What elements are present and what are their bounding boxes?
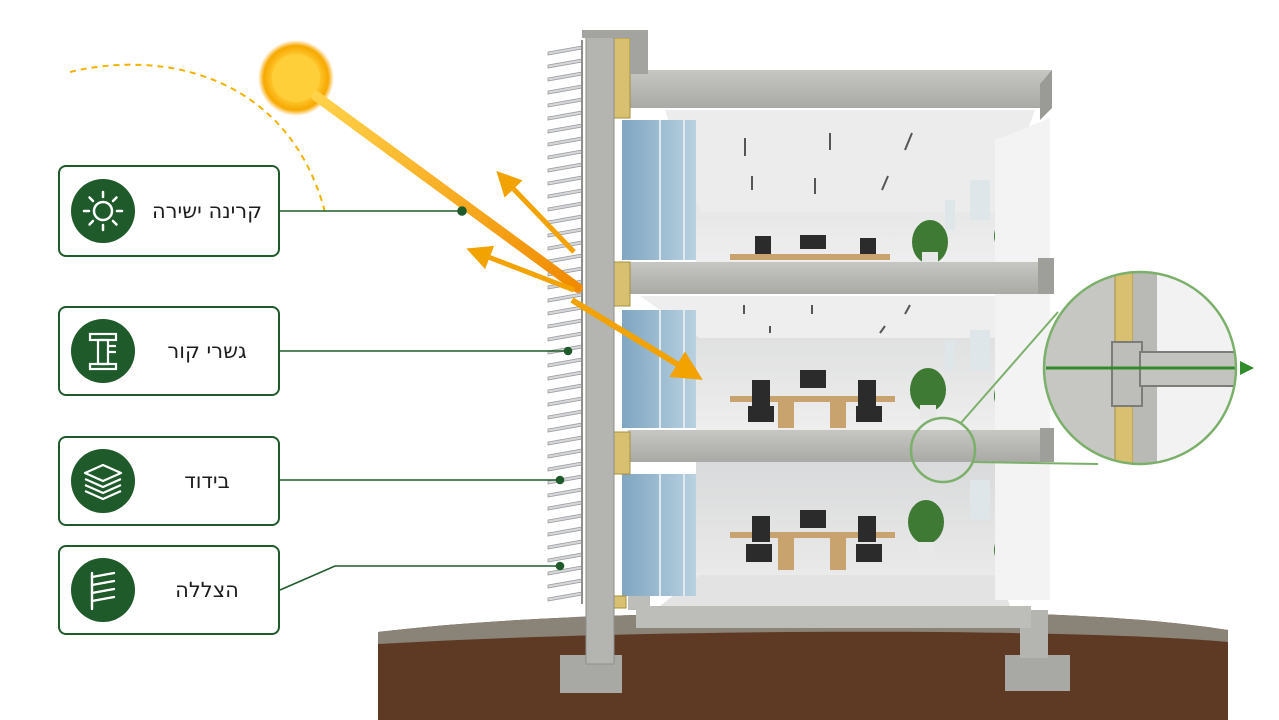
louver-blade bbox=[547, 149, 583, 160]
floor-slabs bbox=[628, 70, 1054, 610]
louver-blade bbox=[547, 539, 583, 550]
callout-shading: הצללה bbox=[58, 545, 280, 635]
callout-insulation: בידוד bbox=[58, 436, 280, 526]
insulation-blocks bbox=[611, 37, 631, 609]
louver-blade bbox=[547, 97, 583, 108]
louver-blade bbox=[547, 175, 583, 186]
louver-blade bbox=[547, 305, 583, 316]
louver-blade bbox=[547, 201, 583, 212]
louver-blade bbox=[547, 552, 583, 563]
callout-direct-radiation: קרינה ישירה bbox=[58, 165, 280, 257]
louver-blade bbox=[547, 370, 583, 381]
callout-thermal-bridges: גשרי קור bbox=[58, 306, 280, 396]
louver-blade bbox=[547, 331, 583, 342]
shading-louver-icon bbox=[71, 558, 135, 622]
callout-label: הצללה bbox=[175, 578, 239, 602]
solar-rays bbox=[311, 91, 703, 380]
louver-blade bbox=[547, 253, 583, 264]
louver-blade bbox=[547, 565, 583, 576]
sun-path-arc bbox=[69, 63, 326, 213]
louver-blade bbox=[547, 71, 583, 82]
louver-blade bbox=[547, 396, 583, 407]
glazing bbox=[622, 120, 696, 596]
louver-blade bbox=[547, 487, 583, 498]
callout-connectors bbox=[279, 206, 573, 591]
louver-blade bbox=[547, 318, 583, 329]
louver-blade bbox=[547, 383, 583, 394]
louver-blade bbox=[547, 500, 583, 511]
louver-blade bbox=[547, 422, 583, 433]
louver-blade bbox=[547, 136, 583, 147]
ground bbox=[378, 612, 1228, 720]
office-furniture bbox=[730, 235, 895, 570]
sun-disc bbox=[272, 54, 320, 102]
louver-blade bbox=[547, 526, 583, 537]
louver-blade bbox=[547, 110, 583, 121]
shading-louvers bbox=[547, 40, 583, 604]
louver-blade bbox=[547, 435, 583, 446]
rear-facade bbox=[945, 118, 1050, 600]
callout-label: קרינה ישירה bbox=[151, 199, 263, 223]
foundation bbox=[560, 606, 1070, 693]
louver-blade bbox=[547, 45, 583, 56]
insulation-layers-icon bbox=[71, 449, 135, 513]
callout-label: גשרי קור bbox=[167, 339, 247, 363]
louver-blade bbox=[547, 123, 583, 134]
louver-blade bbox=[547, 448, 583, 459]
facade-column bbox=[582, 30, 648, 665]
sun-icon bbox=[71, 179, 135, 243]
louver-blade bbox=[547, 513, 583, 524]
louver-blade bbox=[547, 357, 583, 368]
louver-blade bbox=[547, 578, 583, 589]
louver-blade bbox=[547, 162, 583, 173]
louver-blade bbox=[547, 188, 583, 199]
callout-label: בידוד bbox=[184, 469, 230, 493]
louver-blade bbox=[547, 84, 583, 95]
louver-blade bbox=[547, 591, 583, 602]
thermal-bridge-icon bbox=[71, 319, 135, 383]
louver-blade bbox=[547, 214, 583, 225]
louver-blade bbox=[547, 461, 583, 472]
louver-blade bbox=[547, 58, 583, 69]
louver-blade bbox=[547, 409, 583, 420]
